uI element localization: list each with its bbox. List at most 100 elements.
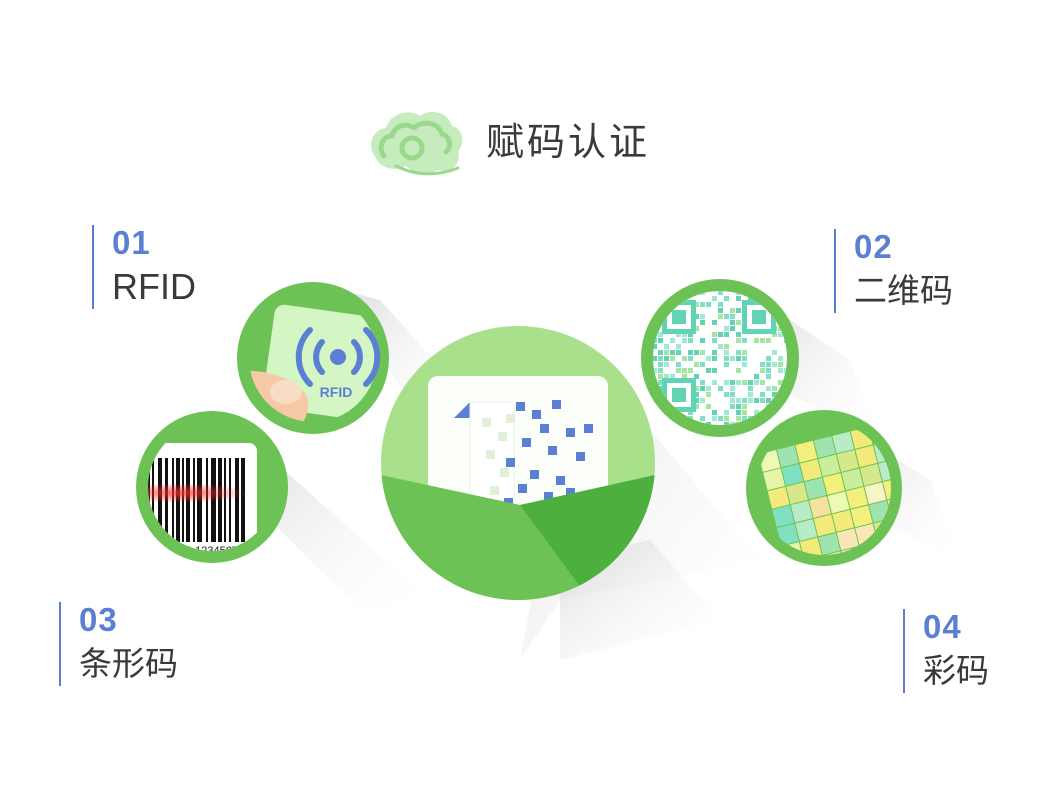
color-code-circle xyxy=(746,410,902,583)
qr-cell xyxy=(748,380,753,385)
qr-cell xyxy=(670,422,675,425)
qr-cell xyxy=(778,368,783,373)
qr-cell xyxy=(760,368,765,373)
qr-cell xyxy=(664,350,669,355)
qr-cell xyxy=(718,332,723,337)
qr-cell xyxy=(730,422,735,425)
item-title: 条形码 xyxy=(79,644,178,683)
color-cell xyxy=(786,482,808,505)
qr-cell xyxy=(736,296,741,301)
qr-cell xyxy=(748,392,753,397)
item-barcode-label: 03 条形码 xyxy=(59,602,178,686)
qr-cell xyxy=(676,368,681,373)
item-title: RFID xyxy=(112,266,196,307)
qr-cell xyxy=(694,374,699,379)
qr-cell xyxy=(682,338,687,343)
qr-cell xyxy=(754,380,759,385)
qr-cell xyxy=(754,398,759,403)
cloud-icon xyxy=(371,111,463,176)
barcode-bar xyxy=(241,458,245,542)
qr-cell xyxy=(718,416,723,421)
qr-cell xyxy=(676,350,681,355)
qr-cell xyxy=(742,338,747,343)
qr-cell xyxy=(706,422,711,425)
qr-cell xyxy=(784,291,787,295)
item-title: 彩码 xyxy=(923,651,989,690)
qr-cell xyxy=(712,356,717,361)
qr-cell xyxy=(742,380,747,385)
qr-cell xyxy=(700,314,705,319)
qr-cell xyxy=(653,368,657,373)
qr-cell xyxy=(664,356,669,361)
qr-cell xyxy=(772,332,777,337)
qr-cell xyxy=(653,302,657,307)
qr-cell xyxy=(664,374,669,379)
color-cell xyxy=(859,463,882,486)
item-number: 03 xyxy=(79,601,118,638)
color-cell xyxy=(809,496,832,518)
qr-cell xyxy=(736,308,741,313)
item-number: 01 xyxy=(112,224,151,261)
qr-cell xyxy=(700,416,705,421)
qr-cell xyxy=(784,368,787,373)
qr-cell xyxy=(653,344,657,349)
qr-cell xyxy=(748,296,753,301)
qr-cell xyxy=(664,344,669,349)
qr-cell xyxy=(778,362,783,367)
qr-cell xyxy=(706,356,711,361)
qr-cell xyxy=(718,344,723,349)
qr-cell xyxy=(724,350,729,355)
qr-cell xyxy=(700,362,705,367)
qr-cell xyxy=(676,344,681,349)
qr-cell xyxy=(724,332,729,337)
qr-cell xyxy=(700,302,705,307)
qr-cell xyxy=(658,374,663,379)
qr-cell xyxy=(694,392,699,397)
qr-cell xyxy=(718,314,723,319)
qr-cell xyxy=(724,314,729,319)
qr-cell xyxy=(724,296,729,301)
qr-cell xyxy=(736,410,741,415)
color-cell xyxy=(818,454,841,477)
qr-cell xyxy=(778,332,783,337)
qr-circle xyxy=(641,279,799,437)
qr-cell xyxy=(772,422,777,425)
qr-cell xyxy=(688,356,693,361)
pixel-block xyxy=(532,410,541,419)
pixel-block xyxy=(552,400,561,409)
item-title: 二维码 xyxy=(854,271,953,310)
qr-cell xyxy=(724,422,729,425)
qr-cell xyxy=(670,356,675,361)
qr-cell xyxy=(718,386,723,391)
item-qr-label: 02 二维码 xyxy=(834,229,953,313)
qr-cell xyxy=(676,332,681,337)
qr-cell xyxy=(736,350,741,355)
qr-cell xyxy=(682,374,687,379)
color-cell xyxy=(846,486,868,509)
qr-cell xyxy=(760,398,765,403)
qr-cell xyxy=(718,308,723,313)
qr-cell xyxy=(712,380,717,385)
qr-cell xyxy=(724,410,729,415)
qr-cell xyxy=(712,338,717,343)
qr-cell xyxy=(712,368,717,373)
qr-cell xyxy=(724,326,729,331)
qr-cell xyxy=(658,332,663,337)
qr-cell xyxy=(730,320,735,325)
qr-cell xyxy=(760,338,765,343)
qr-cell xyxy=(706,404,711,409)
qr-cell xyxy=(706,368,711,373)
qr-cell xyxy=(766,338,771,343)
qr-cell xyxy=(736,404,741,409)
color-cell xyxy=(786,561,808,583)
qr-cell xyxy=(784,410,787,415)
qr-cell xyxy=(754,410,759,415)
rfid-card-label: RFID xyxy=(320,384,353,400)
item-number: 04 xyxy=(923,608,962,645)
color-cell xyxy=(818,532,841,555)
item-number: 02 xyxy=(854,228,893,265)
qr-cell xyxy=(658,386,663,391)
qr-cell xyxy=(736,332,741,337)
qr-cell xyxy=(730,356,735,361)
